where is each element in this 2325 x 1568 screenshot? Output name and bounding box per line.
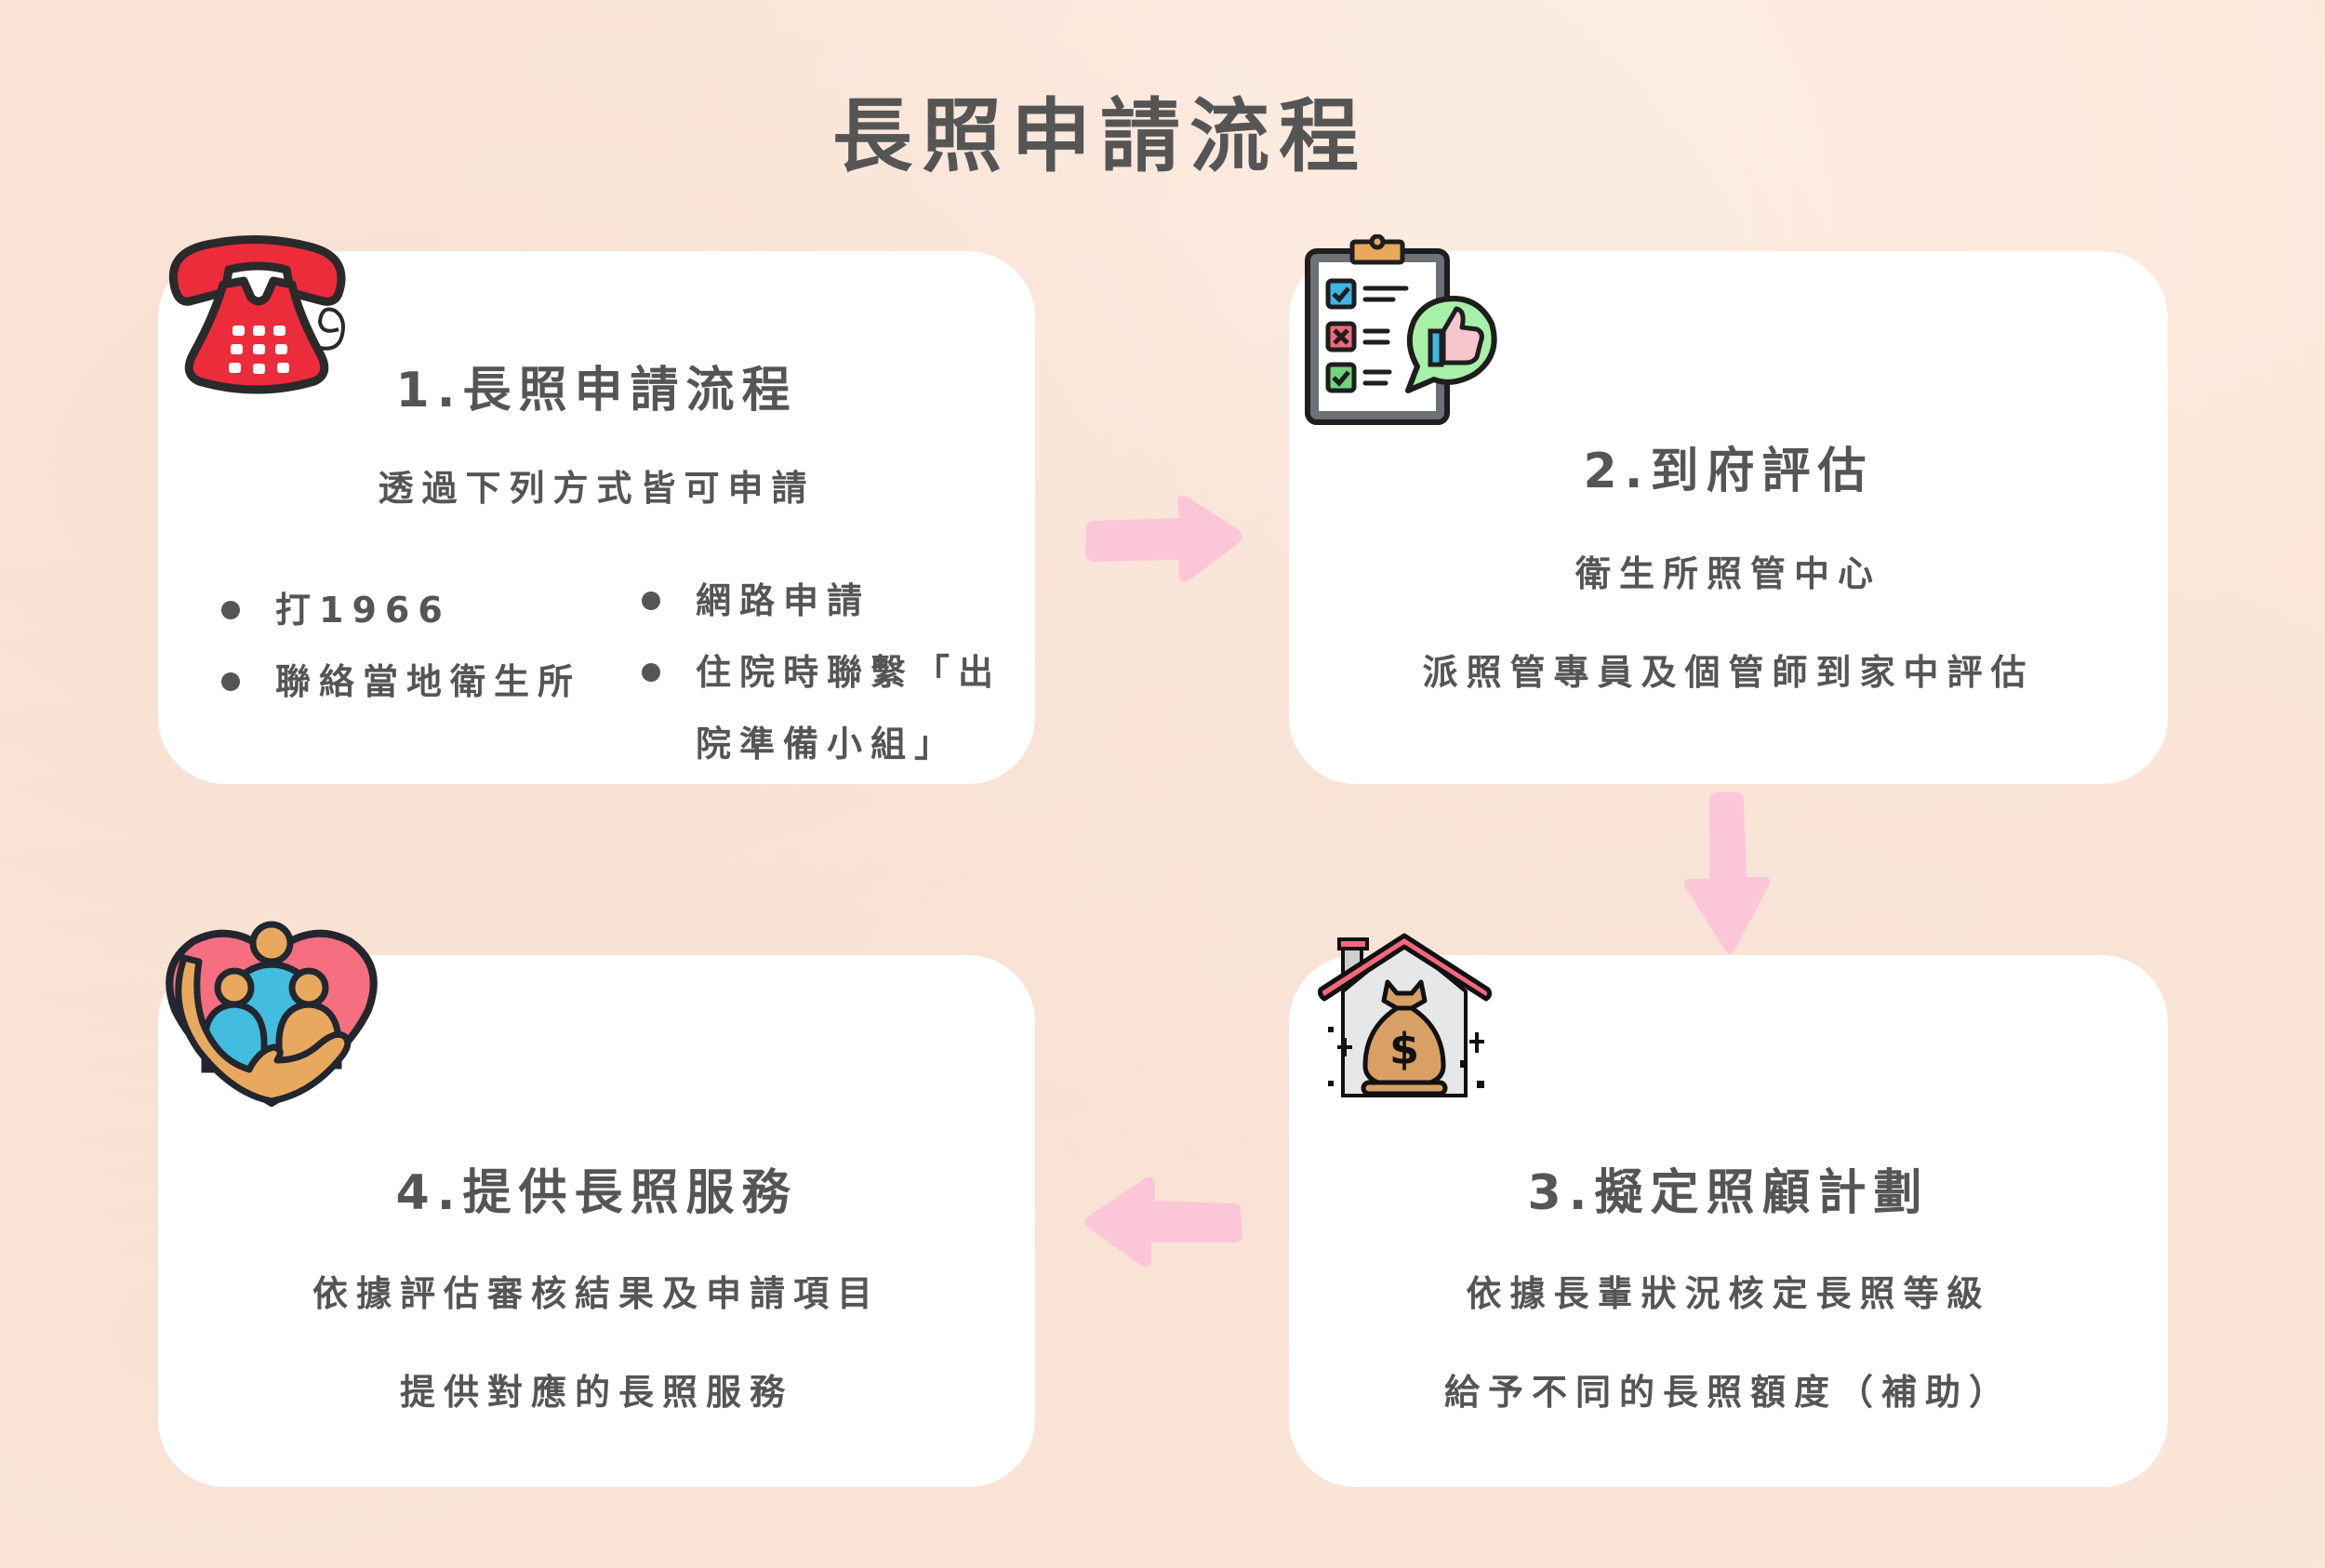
arrow-right-icon	[1085, 496, 1242, 582]
list-item: 網路申請	[642, 565, 1032, 637]
step-card-1: 1.長照申請流程 透過下列方式皆可申請 打1966 聯絡當地衛生所 網路申請 住…	[158, 251, 1035, 784]
page-title: 長照申請流程	[832, 90, 1368, 183]
step-2-line-2: 派照管專員及個管師到家中評估	[1422, 652, 2035, 693]
step-3-heading: 3.擬定照顧計劃	[1527, 1165, 1930, 1221]
arrow-down-icon	[1683, 792, 1771, 953]
list-item: 打1966	[221, 575, 612, 646]
list-item: 住院時聯繫「出院準備小組」	[642, 637, 1032, 780]
step-4-line-1: 依據評估審核結果及申請項目	[312, 1273, 881, 1314]
step-2-line-1: 衛生所照管中心	[1574, 553, 1881, 594]
telephone-icon	[168, 234, 346, 394]
house-money-bag-icon: $	[1318, 933, 1493, 1097]
checklist-thumbs-up-icon	[1305, 234, 1497, 425]
bullet-icon	[221, 601, 240, 619]
step-2-heading: 2.到府評估	[1583, 444, 1874, 499]
step-3-line-1: 依據長輩狀況核定長照等級	[1466, 1273, 1991, 1314]
step-4-heading: 4.提供長照服務	[395, 1165, 798, 1221]
bullet-icon	[642, 591, 660, 610]
arrow-left-icon	[1084, 1176, 1242, 1268]
step-4-line-2: 提供對應的長照服務	[399, 1372, 793, 1413]
application-methods-right: 網路申請 住院時聯繫「出院準備小組」	[642, 565, 1032, 780]
bullet-icon	[642, 663, 660, 682]
step-1-subtitle: 透過下列方式皆可申請	[378, 468, 816, 509]
step-3-line-2: 給予不同的長照額度（補助）	[1443, 1372, 2013, 1413]
list-item: 聯絡當地衛生所	[221, 646, 612, 718]
svg-text:$: $	[1389, 1024, 1419, 1074]
family-heart-icon	[166, 921, 378, 1107]
step-1-heading: 1.長照申請流程	[395, 363, 798, 419]
bullet-icon	[221, 672, 240, 691]
application-methods-left: 打1966 聯絡當地衛生所	[221, 575, 612, 718]
